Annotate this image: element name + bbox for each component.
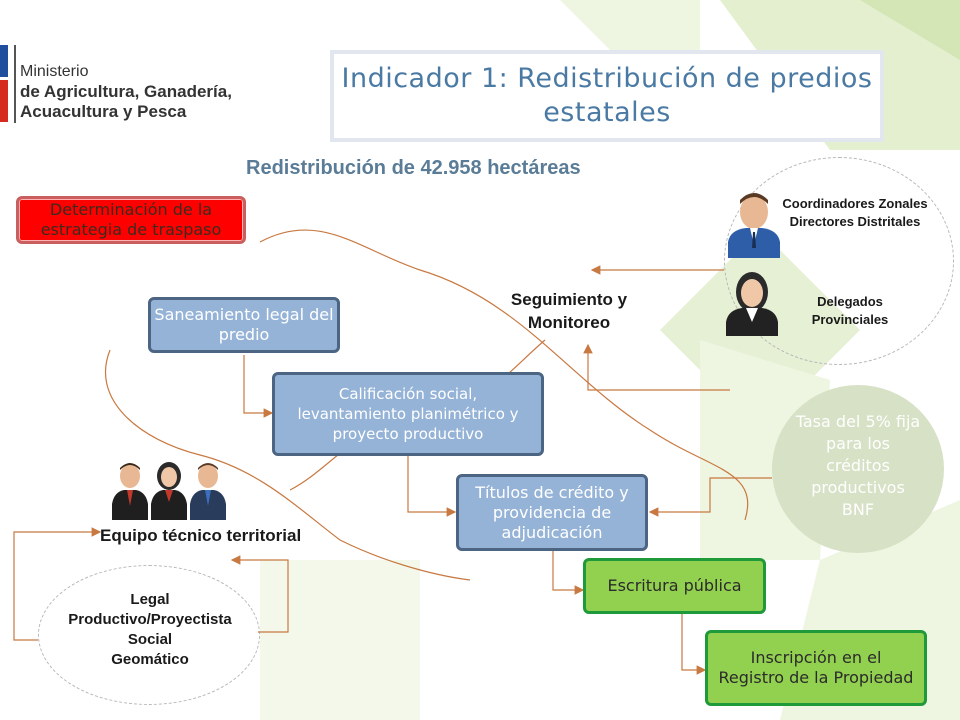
team-roles-ellipse — [38, 565, 260, 705]
step-titles-text: Títulos de crédito y providencia de adju… — [475, 482, 629, 542]
step-strategy-box: Determinación de la estrategia de traspa… — [16, 196, 246, 244]
step-qualification-body: levantamiento planimétrico y proyecto pr… — [297, 405, 519, 443]
page-title: Indicador 1: Redistribución de predios e… — [341, 63, 873, 128]
team-people-icon — [112, 462, 226, 520]
role-item: Legal — [130, 591, 170, 608]
step-deed-text: Escritura pública — [607, 576, 742, 595]
step-strategy-text: Determinación de la estrategia de traspa… — [40, 200, 222, 239]
step-registration-box: Inscripción en el Registro de la Propied… — [705, 630, 927, 706]
role-item: Productivo/Proyectista — [68, 611, 232, 628]
credit-note-text: Tasa del 5% fija para los créditos produ… — [795, 412, 921, 519]
logo-divider — [14, 45, 16, 123]
team-roles-list: Legal Productivo/Proyectista Social Geom… — [40, 590, 260, 670]
step-titles-box: Títulos de crédito y providencia de adju… — [456, 474, 648, 551]
credit-note-circle: Tasa del 5% fija para los créditos produ… — [772, 385, 944, 553]
role-item: Geomático — [111, 651, 189, 668]
title-box: Indicador 1: Redistribución de predios e… — [330, 50, 884, 142]
staff-group-1-label: Coordinadores Zonales Directores Distrit… — [782, 196, 928, 229]
step-qualification-title: Calificación social, — [338, 385, 478, 403]
role-item: Social — [127, 631, 173, 648]
ministry-logo: Ministerio de Agricultura, Ganadería, Ac… — [20, 62, 232, 122]
step-deed-box: Escritura pública — [583, 558, 766, 614]
step-registration-text: Inscripción en el Registro de la Propied… — [718, 648, 914, 687]
step-legal-sanitation-box: Saneamiento legal del predio — [148, 297, 340, 353]
staff-group-2-label: Delegados Provinciales — [811, 294, 889, 327]
male-person-icon — [728, 193, 780, 258]
step-qualification-box: Calificación social, levantamiento plani… — [272, 372, 544, 456]
logo-line-1: Ministerio — [20, 63, 89, 80]
logo-line-3: Acuacultura y Pesca — [20, 102, 187, 121]
monitoring-label: Seguimiento y Monitoreo — [510, 290, 628, 332]
logo-mark-red — [0, 80, 8, 122]
logo-mark — [0, 45, 8, 77]
female-person-icon — [726, 272, 778, 336]
subtitle: Redistribución de 42.958 hectáreas — [246, 157, 581, 179]
monitoring-staff-ellipse — [724, 157, 954, 365]
logo-line-2: de Agricultura, Ganadería, — [20, 82, 232, 101]
step-legal-sanitation-text: Saneamiento legal del predio — [154, 305, 334, 344]
team-label: Equipo técnico territorial — [100, 526, 302, 545]
